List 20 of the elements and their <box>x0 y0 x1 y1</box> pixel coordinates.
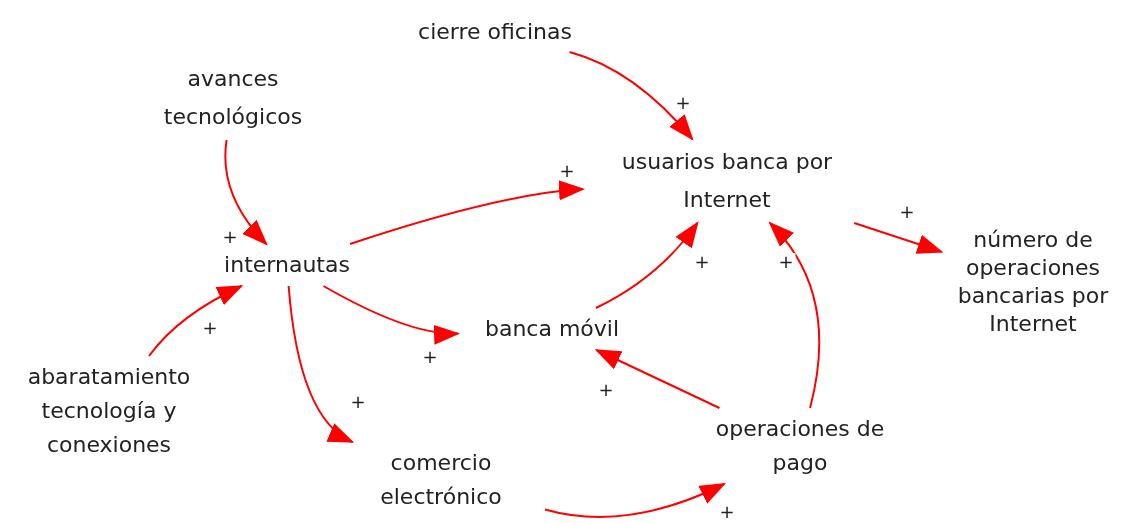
variable-label: comercio electrónico <box>341 446 541 514</box>
causal-arrow <box>224 139 268 246</box>
variable-label: operaciones de pago <box>685 412 915 480</box>
variable-label: avances tecnológicos <box>133 60 333 136</box>
variable-label: cierre oficinas <box>380 16 610 48</box>
causal-arrow <box>568 51 694 141</box>
variable-label: usuarios banca por Internet <box>587 143 867 219</box>
causal-arrow <box>287 285 355 443</box>
variable-label: número de operaciones bancarias por Internet <box>945 226 1121 338</box>
variable-label: banca móvil <box>462 312 642 346</box>
causal-arrow <box>768 221 821 409</box>
causal-arrow <box>594 349 721 409</box>
causal-arrow <box>322 285 460 344</box>
causal-arrow <box>594 221 699 309</box>
causal-arrow <box>148 285 244 357</box>
causal-arrow <box>853 222 944 254</box>
variable-label: abaratamiento tecnología y conexiones <box>1 360 217 462</box>
variable-label: internautas <box>202 248 372 282</box>
causal-arrow <box>349 180 585 245</box>
causal-arrow <box>544 483 726 518</box>
